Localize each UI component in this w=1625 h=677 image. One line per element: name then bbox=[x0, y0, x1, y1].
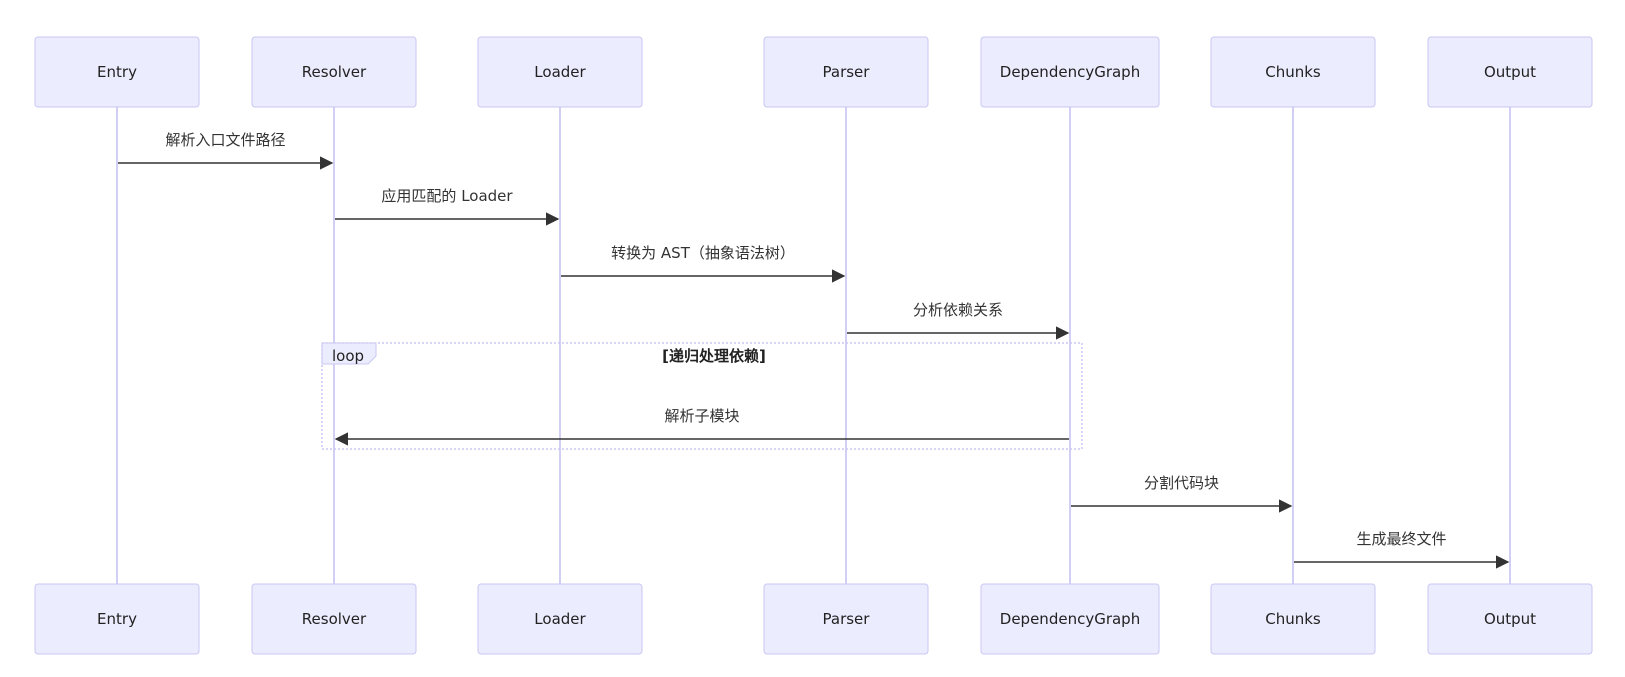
actor-box-bottom-graph bbox=[980, 583, 1160, 655]
actor-label-top-entry: Entry bbox=[97, 63, 137, 81]
actor-box-top-parser bbox=[763, 36, 929, 108]
actor-box-bottom-parser bbox=[763, 583, 929, 655]
message-label-4: 分析依赖关系 bbox=[913, 301, 1003, 319]
loop-tag bbox=[321, 342, 377, 365]
actor-box-bottom-output bbox=[1427, 583, 1593, 655]
loop-block: loop [递归处理依赖] bbox=[321, 342, 1083, 450]
actor-box-top-loader bbox=[477, 36, 643, 108]
actor-label-bottom-entry: Entry bbox=[97, 610, 137, 628]
actor-box-top-resolver bbox=[251, 36, 417, 108]
message-label-2: 应用匹配的 Loader bbox=[381, 187, 513, 205]
actor-box-top-graph bbox=[980, 36, 1160, 108]
actor-box-bottom-resolver bbox=[251, 583, 417, 655]
loop-condition: [递归处理依赖] bbox=[662, 347, 766, 365]
message-label-6: 分割代码块 bbox=[1144, 474, 1219, 492]
actor-box-top-entry bbox=[34, 36, 200, 108]
actors-top: Entry Resolver Loader Parser DependencyGraph… bbox=[34, 36, 1593, 108]
actor-label-top-loader: Loader bbox=[534, 63, 586, 81]
actor-label-top-parser: Parser bbox=[823, 63, 871, 81]
actor-box-bottom-loader bbox=[477, 583, 643, 655]
actor-box-bottom-entry bbox=[34, 583, 200, 655]
actor-label-bottom-graph: DependencyGraph bbox=[1000, 610, 1140, 628]
actors-bottom: Entry Resolver Loader Parser DependencyGraph… bbox=[34, 583, 1593, 655]
actor-label-bottom-chunks: Chunks bbox=[1265, 610, 1321, 628]
actor-label-top-resolver: Resolver bbox=[302, 63, 367, 81]
actor-box-bottom-chunks bbox=[1210, 583, 1376, 655]
lifelines bbox=[116, 107, 1511, 584]
actor-box-top-output bbox=[1427, 36, 1593, 108]
message-label-7: 生成最终文件 bbox=[1356, 530, 1446, 548]
actor-label-bottom-resolver: Resolver bbox=[302, 610, 367, 628]
actor-label-bottom-parser: Parser bbox=[823, 610, 871, 628]
actor-label-bottom-loader: Loader bbox=[534, 610, 586, 628]
loop-frame bbox=[321, 342, 1083, 450]
actor-label-bottom-output: Output bbox=[1484, 610, 1536, 628]
loop-keyword: loop bbox=[332, 347, 364, 365]
message-label-3: 转换为 AST（抽象语法树） bbox=[611, 244, 795, 262]
actor-label-top-chunks: Chunks bbox=[1265, 63, 1321, 81]
actor-label-top-graph: DependencyGraph bbox=[1000, 63, 1140, 81]
actor-box-top-chunks bbox=[1210, 36, 1376, 108]
message-label-5: 解析子模块 bbox=[664, 407, 739, 425]
message-label-1: 解析入口文件路径 bbox=[165, 131, 285, 149]
actor-label-top-output: Output bbox=[1484, 63, 1536, 81]
